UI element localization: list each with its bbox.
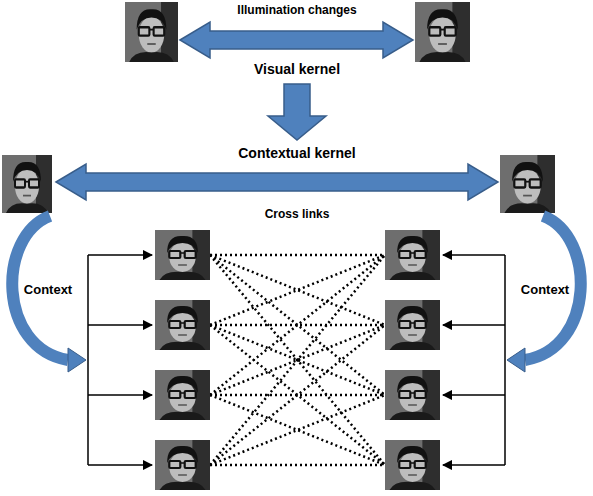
face-image bbox=[500, 155, 555, 213]
bracket-arrow bbox=[88, 254, 152, 256]
face-image bbox=[385, 230, 440, 280]
bracket-arrow bbox=[443, 464, 505, 466]
context-label: Context bbox=[521, 283, 569, 298]
face-image bbox=[155, 440, 210, 490]
dotted-link bbox=[210, 325, 385, 465]
bracket-right bbox=[443, 255, 505, 465]
dotted-link bbox=[210, 325, 385, 465]
context-label: Context bbox=[24, 283, 72, 298]
face-image bbox=[155, 300, 210, 350]
dotted-link bbox=[210, 255, 385, 325]
cross-links bbox=[210, 255, 385, 465]
dotted-link bbox=[210, 255, 385, 465]
bracket-line bbox=[504, 255, 506, 465]
arrow-head bbox=[68, 348, 86, 372]
bracket-arrow bbox=[443, 394, 505, 396]
bracket-arrow bbox=[443, 254, 505, 256]
dotted-link bbox=[210, 254, 385, 257]
kernel-label: Contextual kernel bbox=[238, 145, 355, 161]
dotted-link bbox=[210, 395, 385, 465]
bracket-line bbox=[87, 255, 89, 465]
bracket-arrow bbox=[88, 464, 152, 466]
bracket-left bbox=[88, 255, 152, 465]
bracket-arrow bbox=[88, 394, 152, 396]
dotted-link bbox=[210, 255, 385, 395]
bracket-arrow bbox=[443, 324, 505, 326]
double-block-arrow bbox=[180, 22, 413, 58]
kernel-label: Visual kernel bbox=[254, 61, 340, 77]
face-image bbox=[385, 300, 440, 350]
dotted-link bbox=[210, 255, 385, 325]
dotted-link bbox=[210, 255, 385, 465]
bracket-arrow bbox=[88, 324, 152, 326]
down-block-arrow bbox=[268, 84, 326, 140]
face-image bbox=[155, 230, 210, 280]
face-image bbox=[2, 155, 52, 213]
dotted-link bbox=[210, 464, 385, 467]
links-label: Cross links bbox=[265, 208, 330, 222]
dotted-link bbox=[210, 255, 385, 395]
double-block-arrow bbox=[56, 164, 498, 200]
dotted-link bbox=[210, 395, 385, 465]
face-image bbox=[155, 370, 210, 420]
arrow-label: Illumination changes bbox=[237, 4, 356, 18]
face-image bbox=[415, 2, 470, 62]
face-image bbox=[125, 2, 178, 62]
face-image bbox=[385, 370, 440, 420]
arrow-head bbox=[507, 348, 525, 372]
face-image bbox=[385, 440, 440, 490]
